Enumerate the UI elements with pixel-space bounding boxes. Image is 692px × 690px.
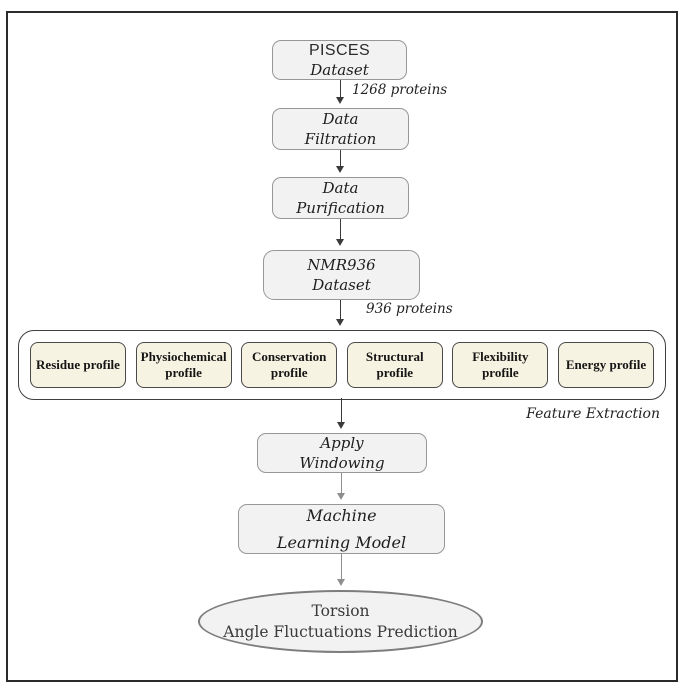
node-model-line2: Learning Model [276, 533, 407, 552]
arrow-windowing-to-model [337, 473, 346, 500]
node-nmr936-dataset: NMR936 Dataset [263, 250, 420, 300]
arrow-purification-to-nmr936 [336, 219, 345, 246]
feature-energy-line1: Energy profile [565, 356, 647, 372]
arrow-features-to-windowing [337, 398, 346, 429]
node-output-ellipse: Torsion Angle Fluctuations Prediction [198, 590, 483, 653]
edge-label-936-proteins: 936 proteins [366, 301, 453, 317]
node-output-line2: Angle Fluctuations Prediction [223, 622, 458, 641]
feature-box-flexibility-profile: Flexibility profile [452, 342, 549, 388]
node-filtration-line2: Filtration [304, 130, 377, 148]
feature-conservation-line2: profile [270, 365, 308, 380]
feature-residue-line1: Residue profile [36, 356, 120, 372]
feature-extraction-container: Residue profile Physiochemical profile C… [18, 330, 666, 400]
node-filtration-line1: Data [322, 109, 359, 128]
node-model-line1: Machine [306, 505, 377, 525]
feature-box-residue-profile: Residue profile [30, 342, 126, 388]
node-pisces-dataset: PISCES Dataset [272, 40, 407, 80]
feature-extraction-caption: Feature Extraction [526, 406, 660, 422]
node-pisces-line1: PISCES [308, 41, 371, 59]
node-nmr936-line1: NMR936 [307, 255, 376, 274]
node-windowing-line2: Windowing [299, 454, 385, 472]
feature-physiochemical-line1: Physiochemical [140, 348, 227, 364]
feature-conservation-line1: Conservation [251, 348, 327, 364]
node-data-filtration: Data Filtration [272, 108, 409, 150]
feature-flexibility-line2: profile [482, 365, 519, 380]
node-pisces-line2: Dataset [310, 60, 369, 79]
node-machine-learning-model: Machine Learning Model [238, 504, 445, 554]
arrow-nmr936-to-features [336, 300, 345, 326]
edge-label-1268-proteins: 1268 proteins [352, 82, 448, 98]
feature-structural-line1: Structural [365, 348, 424, 364]
node-data-purification: Data Purification [272, 177, 409, 219]
arrow-filtration-to-purification [336, 150, 345, 173]
feature-flexibility-line1: Flexibility [472, 348, 529, 364]
arrow-pisces-to-filtration [336, 80, 345, 104]
node-apply-windowing: Apply Windowing [257, 433, 427, 473]
node-windowing-line1: Apply [320, 433, 364, 452]
node-output-line1: Torsion [311, 601, 370, 620]
arrow-model-to-output [337, 554, 346, 586]
feature-box-energy-profile: Energy profile [557, 342, 654, 388]
node-purification-line1: Data [322, 178, 359, 197]
feature-box-physiochemical-profile: Physiochemical profile [135, 342, 232, 388]
feature-physiochemical-line2: profile [165, 365, 202, 380]
feature-structural-line2: profile [376, 365, 414, 380]
node-purification-line2: Purification [296, 199, 385, 217]
feature-box-structural-profile: Structural profile [346, 342, 443, 388]
node-nmr936-line2: Dataset [312, 276, 371, 294]
feature-box-conservation-profile: Conservation profile [241, 342, 338, 388]
